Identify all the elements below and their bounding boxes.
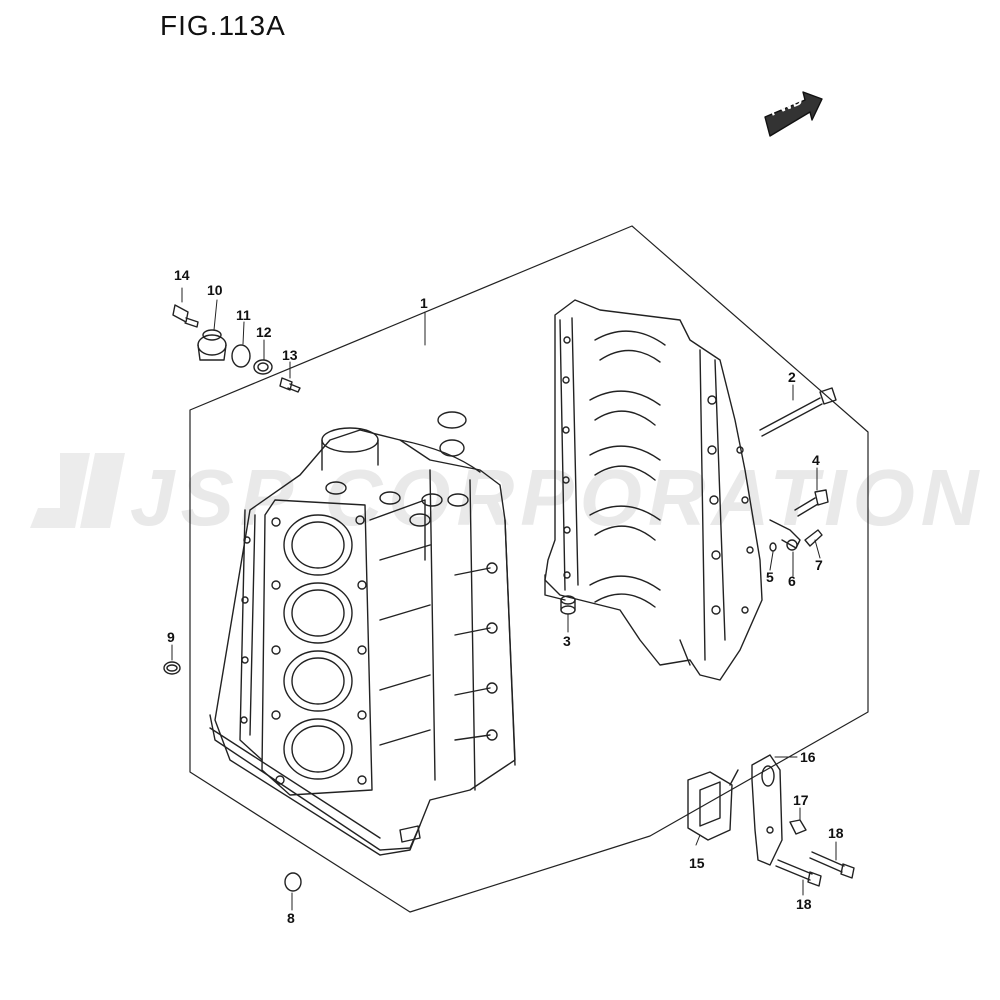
part-18-bolt-a [809, 851, 855, 879]
callout-10: 10 [207, 282, 223, 298]
callout-9: 9 [167, 629, 175, 645]
forward-arrow-icon [764, 91, 823, 137]
watermark: JSP CORPORATION [30, 448, 980, 542]
callout-14: 14 [174, 267, 190, 283]
callout-6: 6 [788, 573, 796, 589]
part-10-cap [197, 329, 227, 361]
callout-16: 16 [800, 749, 816, 765]
callout-18-upper: 18 [828, 825, 844, 841]
callout-18-lower: 18 [796, 896, 812, 912]
crankcase [544, 299, 763, 681]
part-3-dowel [560, 595, 576, 615]
callout-13: 13 [282, 347, 298, 363]
part-15-bracket [687, 769, 739, 841]
part-18-bolt-b [775, 859, 822, 887]
cylinder-block [209, 427, 516, 856]
part-17-bolt [789, 819, 807, 835]
callout-17: 17 [793, 792, 809, 808]
leader-lines [171, 287, 837, 911]
part-2-bolt [759, 387, 837, 437]
callout-3: 3 [563, 633, 571, 649]
part-16-plate [751, 754, 783, 866]
figure-title: FIG.113A [160, 10, 286, 41]
part-14-bolt [172, 304, 199, 328]
callout-11: 11 [236, 307, 251, 323]
part-8-ring [284, 872, 302, 892]
watermark-text: JSP CORPORATION [130, 453, 985, 542]
part-13-screw [279, 377, 301, 393]
part-4-bolt [794, 489, 829, 517]
part-11-o-ring [231, 344, 251, 368]
assembly-frame [189, 225, 869, 913]
callout-4: 4 [812, 452, 820, 468]
callout-2: 2 [788, 369, 796, 385]
callout-7: 7 [815, 557, 823, 573]
part-12-collar [253, 359, 273, 375]
watermark-logo-icon [30, 453, 125, 528]
callout-1: 1 [420, 295, 428, 311]
part-9-plug [163, 661, 181, 675]
callout-5: 5 [766, 569, 774, 585]
part-7-pin [804, 529, 823, 547]
part-6-sensor [769, 519, 801, 551]
callout-15: 15 [689, 855, 705, 871]
callout-12: 12 [256, 324, 272, 340]
block-plug [437, 411, 467, 457]
part-5-washer [769, 542, 777, 552]
callout-8: 8 [287, 910, 295, 926]
